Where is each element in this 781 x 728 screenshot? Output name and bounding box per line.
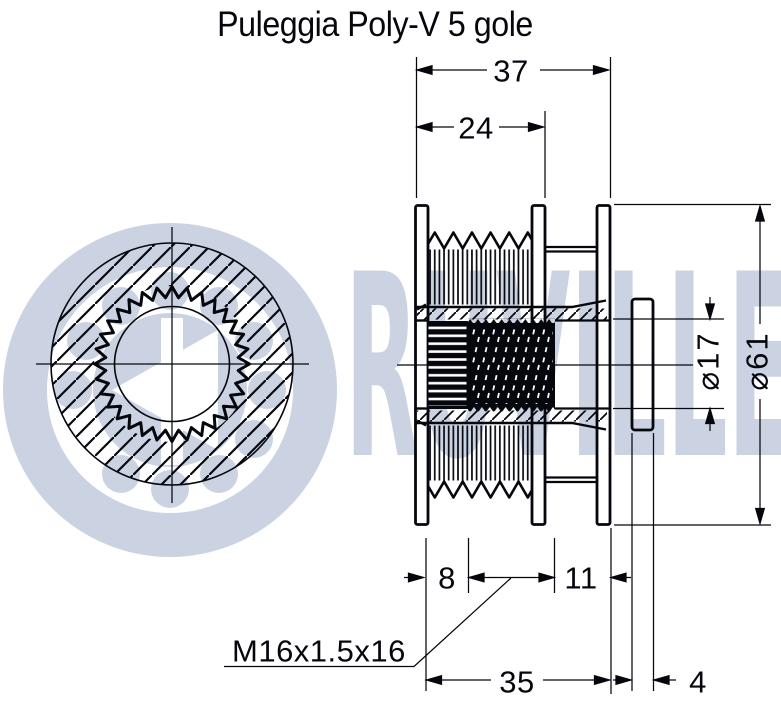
- dim-bore-depth-label: 11: [564, 560, 598, 596]
- watermark-text: RUVILLE: [345, 220, 781, 515]
- hub-section-hatch: [417, 308, 607, 422]
- poly-v-grooves: [426, 231, 534, 499]
- dim-outer-diameter-61: [614, 203, 771, 526]
- dim-overall-width-label: 37: [493, 53, 529, 89]
- dim-spacer-4: [613, 675, 676, 685]
- front-centerlines: [36, 227, 309, 503]
- spacer-washer: [630, 297, 655, 432]
- dim-spline-8-and-bore-11: [404, 572, 631, 583]
- thread-spec-label: M16x1.5x16: [232, 633, 406, 669]
- dim-pulley-width-label: 24: [458, 110, 494, 146]
- dim-spacer-thickness-label: 4: [689, 664, 707, 700]
- thread-leader-line: [224, 577, 512, 668]
- clutch-cover-bridge: [545, 245, 597, 484]
- dim-bore-diameter-label: ⌀17: [690, 331, 726, 391]
- dim-outer-diameter-label: ⌀61: [739, 331, 775, 391]
- side-section-view: [397, 204, 693, 526]
- dim-pulley-width-24: [416, 111, 546, 198]
- front-section-view: [36, 227, 309, 503]
- bottom-extension-lines: [425, 433, 655, 694]
- smooth-bore-section: [555, 319, 609, 410]
- dim-bore-diameter-17: [613, 297, 724, 431]
- spline-bore-section: [427, 321, 468, 409]
- dim-spline-length-label: 8: [438, 560, 456, 596]
- dim-hub-length-label: 35: [499, 664, 535, 700]
- threaded-bore-section: [468, 318, 555, 412]
- drawing-title: Puleggia Poly-V 5 gole: [217, 5, 533, 44]
- dim-hub-length-35: [425, 675, 611, 685]
